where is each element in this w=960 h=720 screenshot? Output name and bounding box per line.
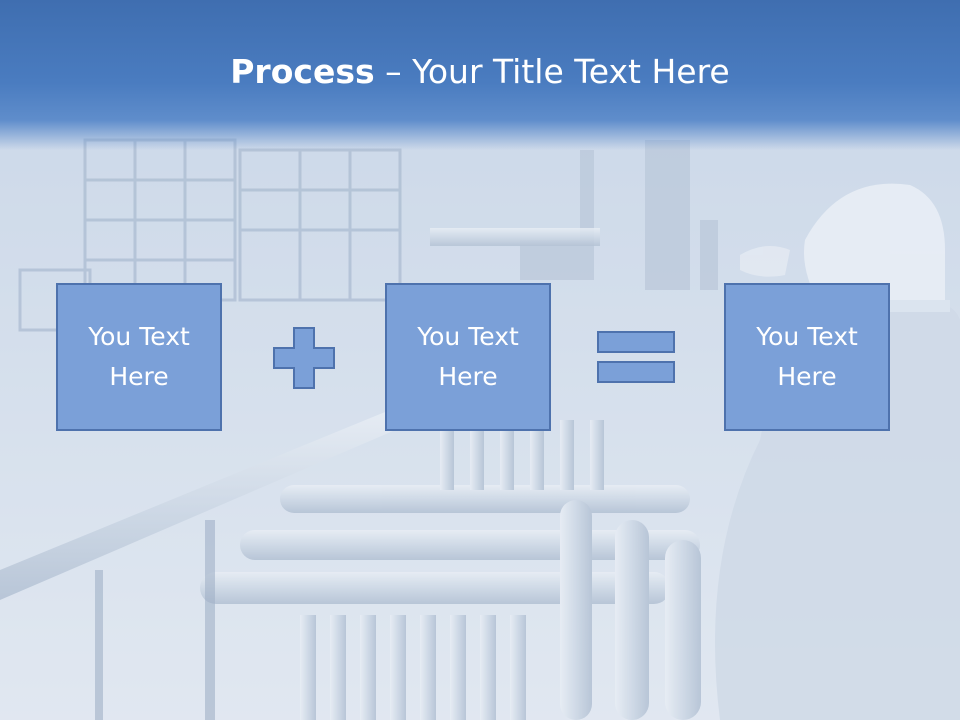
process-box-1[interactable]: You Text Here	[56, 283, 222, 431]
process-box-2[interactable]: You Text Here	[385, 283, 551, 431]
title-band	[0, 0, 960, 150]
slide-title[interactable]: Process – Your Title Text Here	[0, 52, 960, 91]
process-box-3[interactable]: You Text Here	[724, 283, 890, 431]
process-box-1-text: You Text Here	[88, 322, 190, 391]
title-rest: – Your Title Text Here	[374, 52, 730, 91]
process-box-2-text: You Text Here	[417, 322, 519, 391]
title-bold: Process	[230, 52, 375, 91]
process-box-3-text: You Text Here	[756, 322, 858, 391]
equals-icon	[597, 331, 675, 383]
plus-icon	[273, 327, 335, 389]
